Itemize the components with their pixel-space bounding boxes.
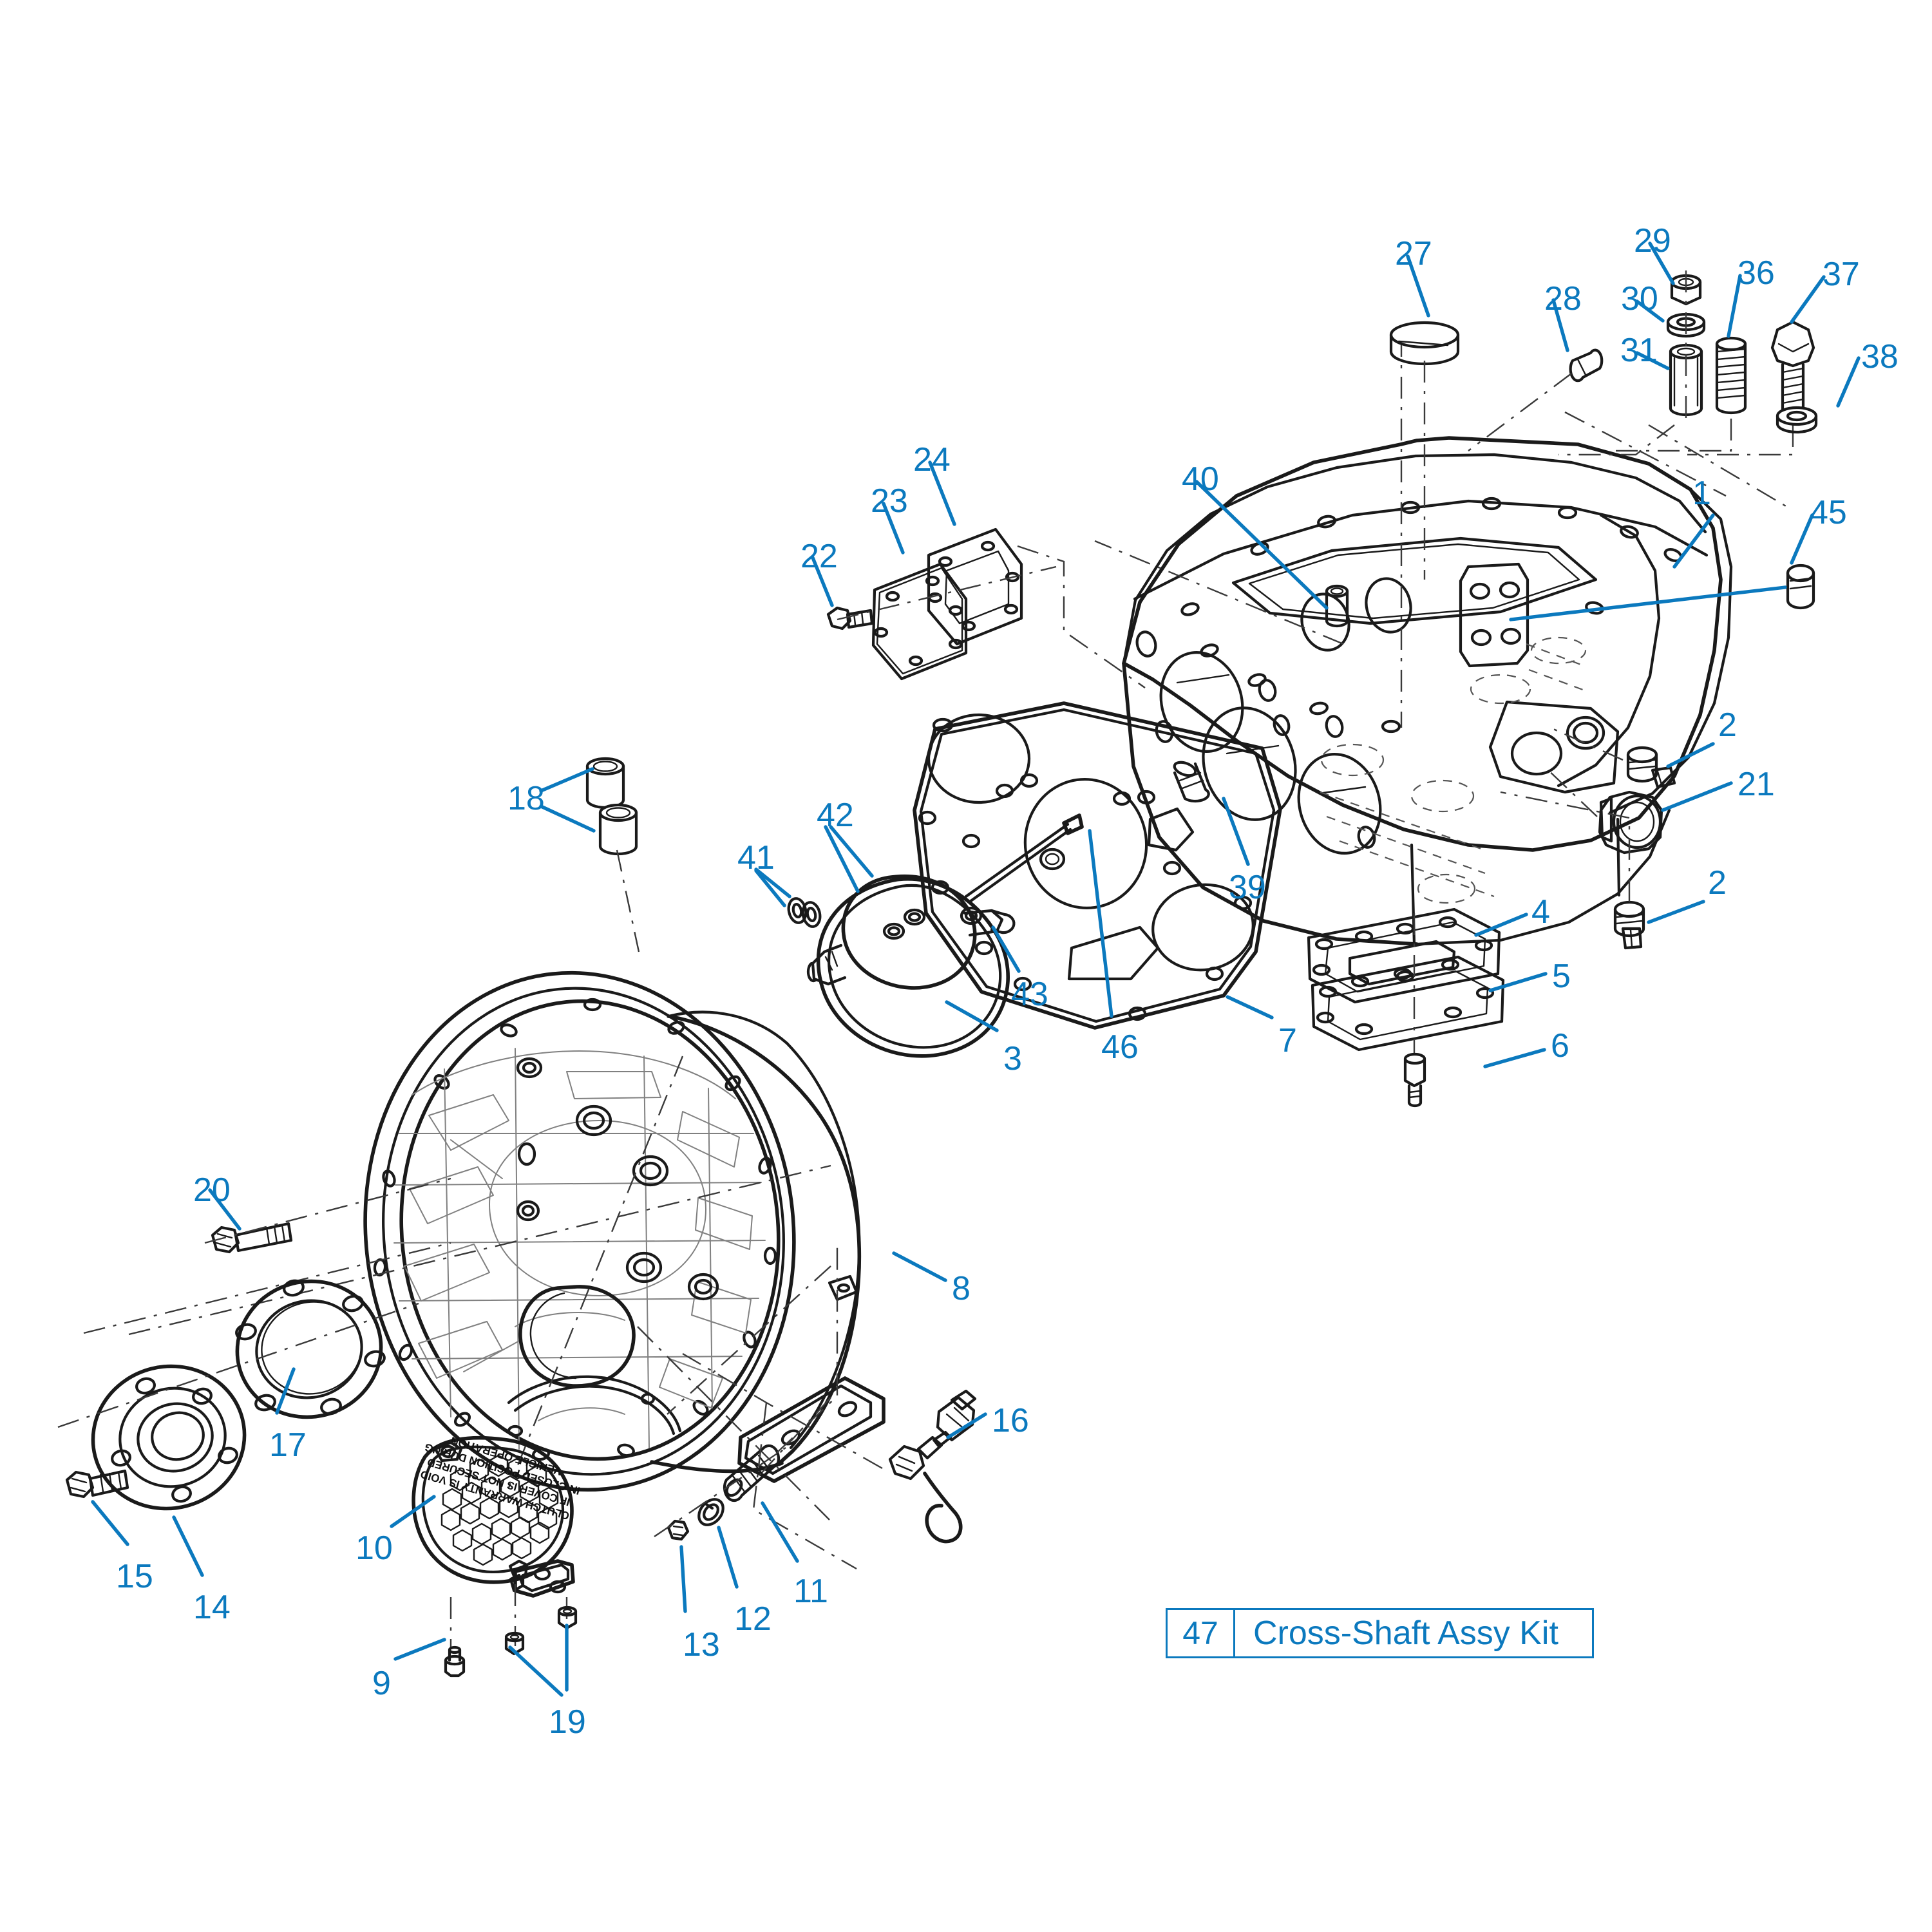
callout-9[interactable]: 9 [372, 1665, 391, 1702]
callout-19[interactable]: 19 [549, 1703, 586, 1741]
front-bearing-retainer-14 [57, 1302, 419, 1511]
stud-stack [654, 1243, 838, 1541]
callout-16[interactable]: 16 [992, 1402, 1029, 1439]
callout-24[interactable]: 24 [913, 441, 951, 478]
retainer-gasket-17 [235, 1279, 386, 1419]
callout-39[interactable]: 39 [1229, 869, 1266, 906]
cover-screw-9 [444, 1645, 466, 1678]
cup-plug-45 [1509, 564, 1815, 621]
callout-20[interactable]: 20 [193, 1171, 231, 1209]
callout-37[interactable]: 37 [1823, 256, 1860, 293]
cover-bolt-6 [1403, 1052, 1426, 1108]
expansion-plug-27 [1389, 321, 1460, 580]
pto-cover-group [1307, 907, 1505, 1108]
callout-31[interactable]: 31 [1620, 332, 1658, 369]
callout-42[interactable]: 42 [817, 797, 854, 834]
callout-1[interactable]: 1 [1692, 475, 1711, 512]
dowel-pin-39 [1173, 761, 1210, 803]
hex-nut-13 [667, 1519, 690, 1541]
threaded-sleeve-36 [1610, 336, 1747, 452]
callout-29[interactable]: 29 [1634, 222, 1671, 260]
callout-15[interactable]: 15 [116, 1558, 153, 1595]
seal-rings-41 [787, 897, 822, 928]
legend-box: 47 Cross-Shaft Assy Kit [1166, 1608, 1594, 1658]
callout-2b[interactable]: 2 [1708, 864, 1727, 902]
callout-40[interactable]: 40 [1182, 460, 1219, 498]
callout-2a[interactable]: 2 [1718, 706, 1737, 744]
callout-10[interactable]: 10 [355, 1530, 393, 1567]
o-ring-43 [960, 906, 983, 925]
callout-45[interactable]: 45 [1810, 494, 1847, 531]
callout-41[interactable]: 41 [737, 839, 775, 876]
pipe-plug-2b [1500, 791, 1645, 950]
stud-11 [723, 1444, 781, 1502]
callout-4[interactable]: 4 [1531, 893, 1550, 931]
bellhousing-bolt-20 [204, 1177, 451, 1254]
callout-17[interactable]: 17 [269, 1426, 307, 1464]
callout-12[interactable]: 12 [734, 1600, 772, 1638]
callout-3[interactable]: 3 [1003, 1040, 1022, 1077]
callout-22[interactable]: 22 [800, 538, 838, 575]
callout-5[interactable]: 5 [1552, 958, 1571, 995]
callout-8[interactable]: 8 [952, 1270, 971, 1307]
callout-7[interactable]: 7 [1278, 1022, 1297, 1059]
callout-13[interactable]: 13 [683, 1626, 720, 1663]
pipe-plug-2a [1553, 728, 1676, 789]
callout-28[interactable]: 28 [1544, 280, 1582, 317]
callout-11[interactable]: 11 [793, 1573, 828, 1610]
callout-30[interactable]: 30 [1621, 280, 1658, 317]
dowel-pin-40 [1325, 584, 1349, 628]
legend-label: Cross-Shaft Assy Kit [1253, 1615, 1558, 1652]
legend-number: 47 [1168, 1610, 1235, 1656]
magnetic-drain-plug-21 [1545, 767, 1663, 855]
plug-group [1500, 728, 1676, 950]
lock-nuts-19 [504, 1605, 578, 1656]
callout-6[interactable]: 6 [1551, 1027, 1569, 1065]
roll-pin-28 [1468, 348, 1604, 451]
cross-shaft-bracket-group [787, 874, 1016, 1058]
sealing-washer-38 [1776, 406, 1818, 434]
locating-pin-46 [1039, 848, 1066, 871]
clutch-bellhousing-8 [83, 971, 886, 1520]
side-cover-group [826, 527, 1146, 688]
dowel-bushings-18 [585, 757, 640, 952]
gear-case-housing-drawing [1094, 335, 1791, 946]
callout-18[interactable]: 18 [507, 780, 545, 817]
callout-27[interactable]: 27 [1395, 235, 1432, 272]
callout-46[interactable]: 46 [1101, 1028, 1139, 1066]
lock-washer-12 [697, 1498, 724, 1526]
callout-43[interactable]: 43 [1011, 976, 1048, 1013]
retainer-bolt-15 [65, 1469, 129, 1499]
callout-14[interactable]: 14 [193, 1589, 231, 1626]
callout-36[interactable]: 36 [1738, 254, 1775, 292]
callout-38[interactable]: 38 [1861, 338, 1899, 375]
spacer-sleeve-31 [1558, 270, 1703, 456]
callout-21[interactable]: 21 [1738, 766, 1775, 803]
callout-23[interactable]: 23 [871, 482, 908, 520]
